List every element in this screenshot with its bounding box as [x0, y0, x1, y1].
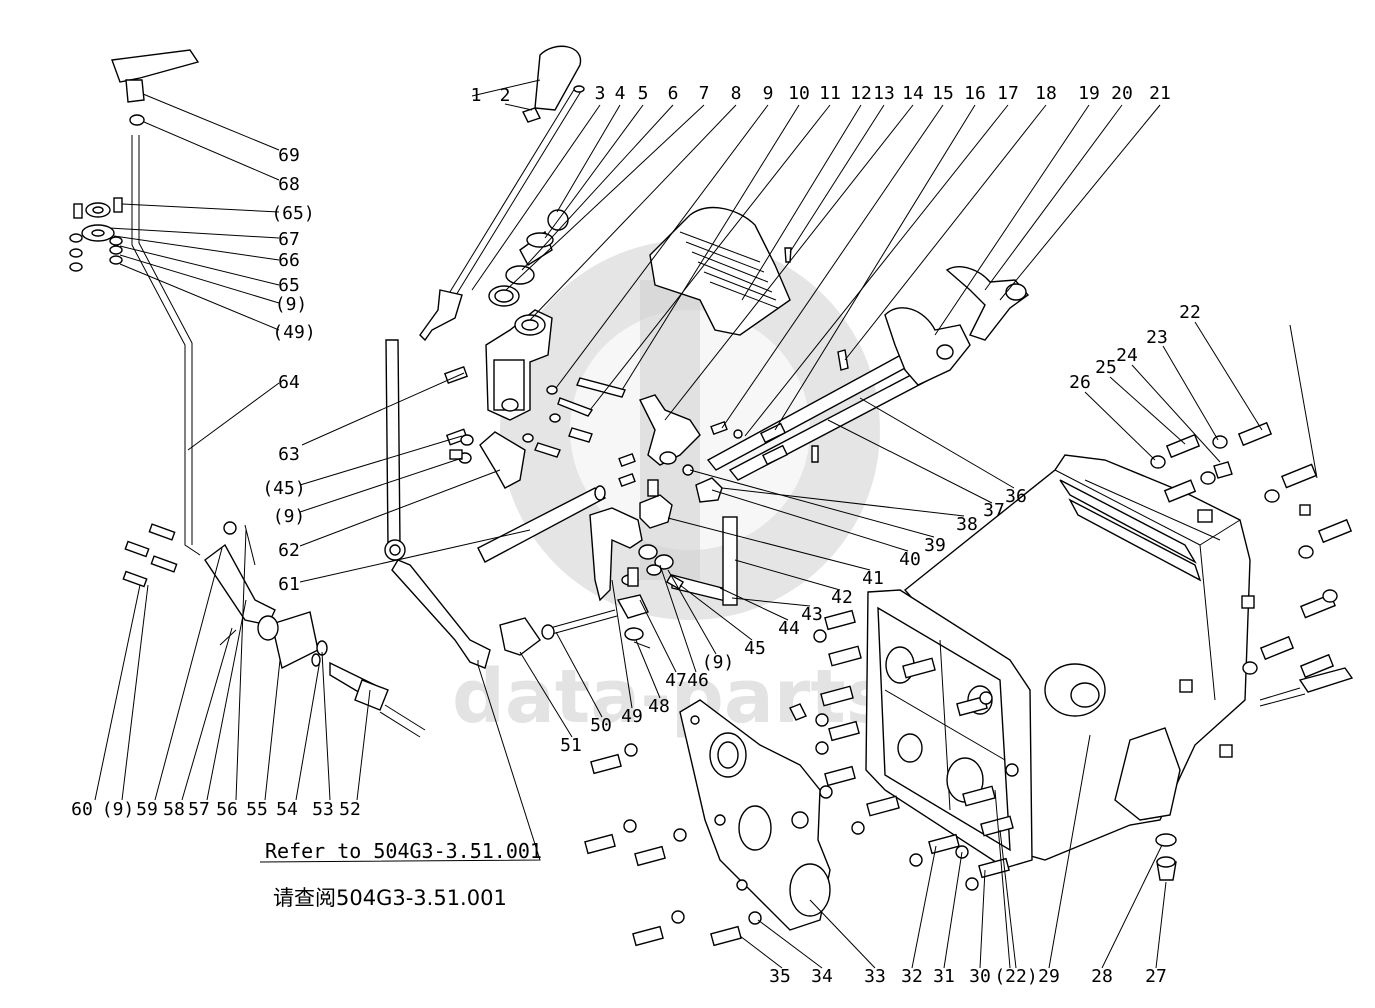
callout-label-c5: 5 — [638, 83, 649, 104]
callout-label-c21: 21 — [1149, 83, 1171, 104]
callout-label-c29: 29 — [1038, 966, 1060, 987]
gearbox-housing — [865, 454, 1354, 881]
callout-label-c68: 68 — [278, 174, 300, 195]
callout-label-c52: 52 — [339, 799, 361, 820]
leaders-center-right — [519, 397, 1015, 738]
callout-label-c7: 7 — [699, 83, 710, 104]
callout-label-c55: 55 — [246, 799, 268, 820]
callout-label-c11: 11 — [819, 83, 841, 104]
callout-label-c37: 37 — [983, 500, 1005, 521]
callout-label-c67: 67 — [278, 229, 300, 250]
callout-label-c17: 17 — [997, 83, 1019, 104]
callout-label-c36: 36 — [1005, 486, 1027, 507]
callout-label-c65a: (65) — [271, 203, 314, 224]
callout-label-c26: 26 — [1069, 372, 1091, 393]
callout-label-c20: 20 — [1111, 83, 1133, 104]
housing-bolts — [789, 421, 1353, 891]
callout-label-c49: 49 — [621, 706, 643, 727]
callout-label-c62: 62 — [278, 540, 300, 561]
callout-label-c61: 61 — [278, 574, 300, 595]
callout-label-c14: 14 — [902, 83, 924, 104]
leaders-middle — [259, 79, 1161, 863]
lever-rod-assembly — [69, 49, 426, 738]
reference-en: Refer to 504G3-3.51.001 — [265, 839, 542, 863]
leaders-right — [739, 321, 1318, 969]
callout-label-c45a: (45) — [262, 478, 305, 499]
callout-label-c9c: (9) — [702, 652, 735, 673]
callout-label-c19: 19 — [1078, 83, 1100, 104]
callout-label-c41: 41 — [862, 568, 884, 589]
callout-label-c27: 27 — [1145, 966, 1167, 987]
callout-label-c60: 60 — [71, 799, 93, 820]
callout-label-c9: 9 — [763, 83, 774, 104]
callout-label-c50: 50 — [590, 715, 612, 736]
callout-label-c34: 34 — [811, 966, 833, 987]
callout-label-c22a: (22) — [994, 966, 1037, 987]
callout-label-c30: 30 — [969, 966, 991, 987]
callout-label-c45: 45 — [744, 638, 766, 659]
callout-label-c63: 63 — [278, 444, 300, 465]
callout-label-c10: 10 — [788, 83, 810, 104]
callout-label-c69: 69 — [278, 145, 300, 166]
callout-label-c31: 31 — [933, 966, 955, 987]
callout-label-c25: 25 — [1095, 357, 1117, 378]
callout-label-c51: 51 — [560, 735, 582, 756]
callout-label-c64: 64 — [278, 372, 300, 393]
callout-label-c48: 48 — [648, 696, 670, 717]
callout-label-c6: 6 — [668, 83, 679, 104]
callout-label-c12: 12 — [850, 83, 872, 104]
callout-label-c18: 18 — [1035, 83, 1057, 104]
callout-label-c4: 4 — [615, 83, 626, 104]
callout-label-c9a: (9) — [275, 294, 308, 315]
callout-label-c15: 15 — [932, 83, 954, 104]
callout-label-c32: 32 — [901, 966, 923, 987]
callout-label-c24: 24 — [1116, 345, 1138, 366]
callout-label-c65: 65 — [278, 275, 300, 296]
callout-label-c23: 23 — [1146, 327, 1168, 348]
callout-label-c9d: (9) — [102, 799, 135, 820]
callouts-right: 222324252636373839404142434445(9)4647484… — [560, 302, 1201, 756]
callout-label-c22: 22 — [1179, 302, 1201, 323]
callout-label-c3: 3 — [595, 83, 606, 104]
callout-label-c59: 59 — [136, 799, 158, 820]
callout-label-c8: 8 — [731, 83, 742, 104]
callout-label-c43: 43 — [801, 604, 823, 625]
callout-label-c33: 33 — [864, 966, 886, 987]
callout-label-c47: 47 — [665, 670, 687, 691]
callout-label-c28: 28 — [1091, 966, 1113, 987]
callout-label-c56: 56 — [216, 799, 238, 820]
callout-label-c53: 53 — [312, 799, 334, 820]
callout-label-c9b: (9) — [273, 506, 306, 527]
callout-label-c54: 54 — [276, 799, 298, 820]
callout-label-c40: 40 — [899, 549, 921, 570]
callout-label-c58: 58 — [163, 799, 185, 820]
callout-label-c57: 57 — [188, 799, 210, 820]
callout-label-c13: 13 — [873, 83, 895, 104]
callout-label-c38: 38 — [956, 514, 978, 535]
watermark-text: data-parts — [452, 654, 890, 740]
reference-cn: 请查阅504G3-3.51.001 — [273, 886, 507, 910]
callout-label-c46: 46 — [687, 670, 709, 691]
callout-label-c16: 16 — [964, 83, 986, 104]
callout-label-c42: 42 — [831, 587, 853, 608]
leaders-left — [94, 93, 371, 801]
callout-label-c1: 1 — [471, 85, 482, 106]
callout-label-c44: 44 — [778, 618, 800, 639]
callout-label-c66: 66 — [278, 250, 300, 271]
callout-label-c2: 2 — [500, 85, 511, 106]
callout-label-c49a: (49) — [272, 322, 315, 343]
rear-cover-bolts — [584, 743, 762, 947]
callout-label-c39: 39 — [924, 535, 946, 556]
callout-label-c35: 35 — [769, 966, 791, 987]
rear-cover — [679, 699, 831, 931]
